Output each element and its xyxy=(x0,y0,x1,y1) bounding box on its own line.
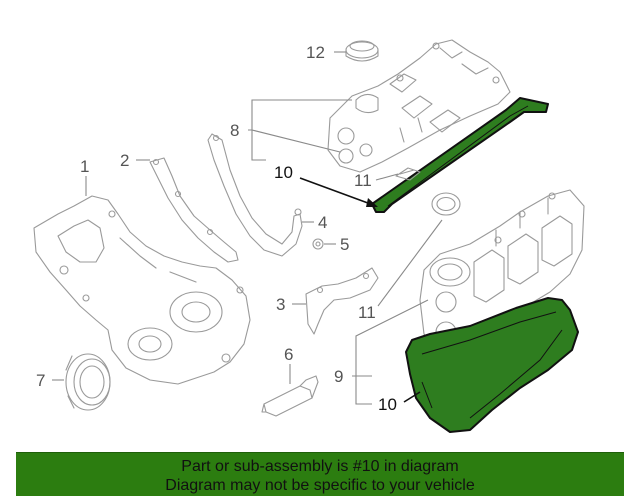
part-10-lower-gasket xyxy=(405,297,579,433)
part-11-lower-seal-ring xyxy=(431,192,461,216)
part-10-upper-gasket xyxy=(371,97,549,213)
callout-10-upper: 10 xyxy=(274,163,293,182)
leader-lines-part-10 xyxy=(299,177,421,403)
part-3-bracket xyxy=(305,267,379,335)
callout-9: 9 xyxy=(334,367,343,386)
part-7-crank-seal xyxy=(65,353,111,411)
part-5-seal xyxy=(312,238,324,250)
part-6-sealant-tube xyxy=(261,375,319,417)
banner-line-1: Part or sub-assembly is #10 in diagram xyxy=(181,458,459,475)
callout-8: 8 xyxy=(230,121,239,140)
part-2-cover-gasket xyxy=(149,157,239,263)
callout-12: 12 xyxy=(306,43,325,62)
part-11-upper-seal xyxy=(395,167,421,181)
part-12-oil-filler-cap xyxy=(345,40,379,62)
callout-11-upper: 11 xyxy=(354,171,372,190)
callout-10-lower: 10 xyxy=(378,395,397,414)
part-4-timing-gasket xyxy=(207,133,303,257)
callout-4: 4 xyxy=(318,213,327,232)
callout-3: 3 xyxy=(276,295,285,314)
callout-1: 1 xyxy=(80,157,89,176)
leader-lines xyxy=(52,99,443,405)
callout-7: 7 xyxy=(36,371,45,390)
callout-5: 5 xyxy=(340,235,349,254)
callout-labels: 1 2 3 4 5 6 7 8 9 10 10 11 11 12 xyxy=(36,43,397,414)
callout-11-lower: 11 xyxy=(358,303,376,322)
callout-2: 2 xyxy=(120,151,129,170)
banner-line-2: Diagram may not be specific to your vehi… xyxy=(165,477,475,494)
part-8-upper-valve-cover xyxy=(327,39,511,173)
info-banner: Part or sub-assembly is #10 in diagram D… xyxy=(16,452,624,496)
part-1-front-cover xyxy=(33,195,251,385)
callout-6: 6 xyxy=(284,345,293,364)
